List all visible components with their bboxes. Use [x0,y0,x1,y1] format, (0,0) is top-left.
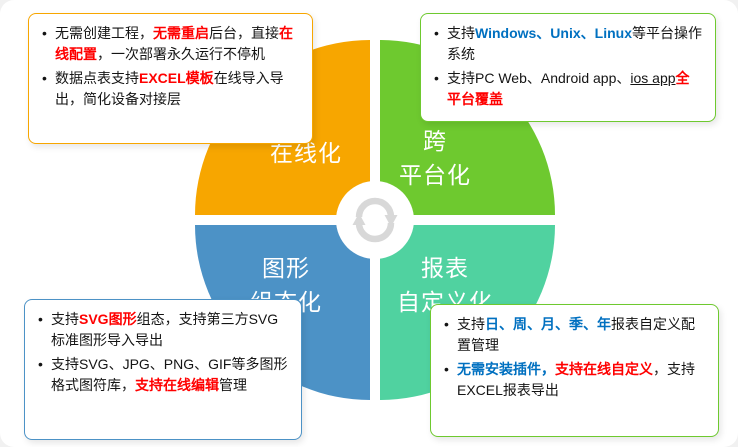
callout-cross-platform: 支持Windows、Unix、Linux等平台操作系统 支持PC Web、And… [420,13,716,122]
bullet-text: 数据点表支持EXCEL模板在线导入导出，简化设备对接层 [55,70,284,107]
bullet-text: 支持PC Web、Android app、ios app全平台覆盖 [447,70,690,107]
wedge-cross-platform-label: 跨 平台化 [380,124,490,192]
bullet-item: 支持日、周、月、季、年报表自定义配置管理 [443,314,706,356]
bullet-item: 无需安装插件，支持在线自定义，支持EXCEL报表导出 [443,359,706,401]
bullet-text: 支持Windows、Unix、Linux等平台操作系统 [447,25,702,62]
bullet-item: 数据点表支持EXCEL模板在线导入导出，简化设备对接层 [41,68,300,110]
callout-graphic-config: 支持SVG图形组态，支持第三方SVG标准图形导入导出 支持SVG、JPG、PNG… [24,299,302,440]
label-line: 图形 [262,255,310,281]
wedge-online-label: 在线化 [231,136,381,170]
bullet-text: 无需创建工程，无需重启后台，直接在线配置，一次部署永久运行不停机 [55,25,293,62]
wheel-center-disk [336,181,414,259]
bullet-text: 无需安装插件，支持在线自定义，支持EXCEL报表导出 [457,361,695,398]
sync-arrows-icon [348,193,402,247]
bullet-text: 支持SVG图形组态，支持第三方SVG标准图形导入导出 [51,311,279,348]
bullet-text: 支持日、周、月、季、年报表自定义配置管理 [457,316,695,353]
label-line: 报表 [421,255,469,281]
bullet-item: 无需创建工程，无需重启后台，直接在线配置，一次部署永久运行不停机 [41,23,300,65]
bullet-item: 支持Windows、Unix、Linux等平台操作系统 [433,23,703,65]
callout-online: 无需创建工程，无需重启后台，直接在线配置，一次部署永久运行不停机 数据点表支持E… [28,13,313,144]
wedge-cross-platform: 跨 平台化 [380,40,555,215]
bullet-item: 支持SVG图形组态，支持第三方SVG标准图形导入导出 [37,309,289,351]
callout-report-custom: 支持日、周、月、季、年报表自定义配置管理 无需安装插件，支持在线自定义，支持EX… [430,304,719,437]
label-line: 在线化 [270,140,342,166]
bullet-item: 支持PC Web、Android app、ios app全平台覆盖 [433,68,703,110]
label-line: 跨 [423,128,447,154]
bullet-text: 支持SVG、JPG、PNG、GIF等多图形格式图符库，支持在线编辑管理 [51,356,288,393]
bullet-item: 支持SVG、JPG、PNG、GIF等多图形格式图符库，支持在线编辑管理 [37,354,289,396]
label-line: 平台化 [399,162,471,188]
